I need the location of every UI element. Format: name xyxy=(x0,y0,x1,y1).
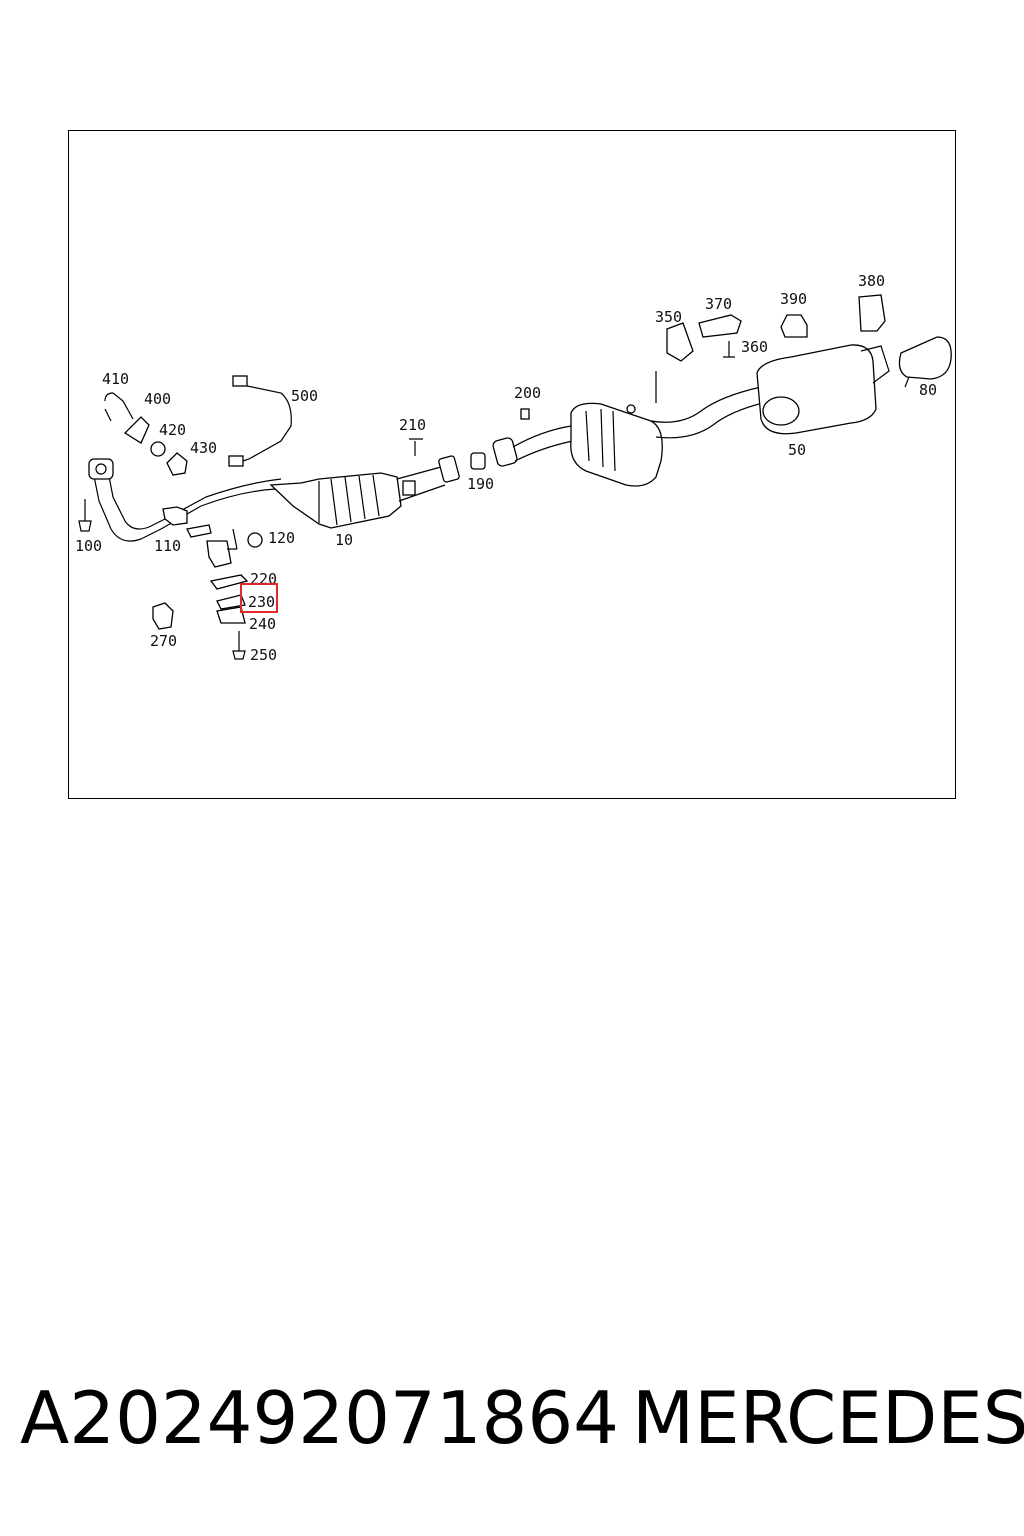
part-label-230: 230 xyxy=(248,593,275,611)
part-label-420: 420 xyxy=(159,421,186,439)
small-parts xyxy=(78,294,886,660)
part-label-100: 100 xyxy=(75,537,102,555)
part-label-240: 240 xyxy=(249,615,276,633)
part-label-400: 400 xyxy=(144,390,171,408)
part-label-430: 430 xyxy=(190,439,217,457)
part-label-190: 190 xyxy=(467,475,494,493)
part-label-50: 50 xyxy=(788,441,806,459)
part-label-380: 380 xyxy=(858,272,885,290)
brand-name: MERCEDES xyxy=(632,1376,1024,1460)
catalytic-converter xyxy=(269,466,446,529)
part-label-270: 270 xyxy=(150,632,177,650)
part-label-360: 360 xyxy=(741,338,768,356)
part-label-110: 110 xyxy=(154,537,181,555)
caption: A202492071864 MERCEDES xyxy=(0,1376,1024,1476)
part-label-500: 500 xyxy=(291,387,318,405)
rear-silencer xyxy=(756,344,890,435)
part-label-250: 250 xyxy=(250,646,277,664)
part-label-80: 80 xyxy=(919,381,937,399)
exhaust-diagram-frame: 10 50 80 100 110 120 190 200 210 220 230… xyxy=(68,130,956,799)
part-label-410: 410 xyxy=(102,370,129,388)
exhaust-system-diagram: 10 50 80 100 110 120 190 200 210 220 230… xyxy=(75,272,952,664)
part-label-10: 10 xyxy=(335,531,353,549)
highlight-box-230 xyxy=(240,583,278,613)
part-label-350: 350 xyxy=(655,308,682,326)
part-label-220: 220 xyxy=(250,570,277,588)
front-exhaust-pipe xyxy=(88,458,282,542)
middle-silencer xyxy=(570,371,764,487)
intermediate-pipe xyxy=(438,425,574,483)
part-label-200: 200 xyxy=(514,384,541,402)
part-number: A202492071864 xyxy=(20,1376,619,1460)
part-label-370: 370 xyxy=(705,295,732,313)
tailpipe-trim xyxy=(898,336,952,388)
part-label-210: 210 xyxy=(399,416,426,434)
part-label-390: 390 xyxy=(780,290,807,308)
part-label-120: 120 xyxy=(268,529,295,547)
